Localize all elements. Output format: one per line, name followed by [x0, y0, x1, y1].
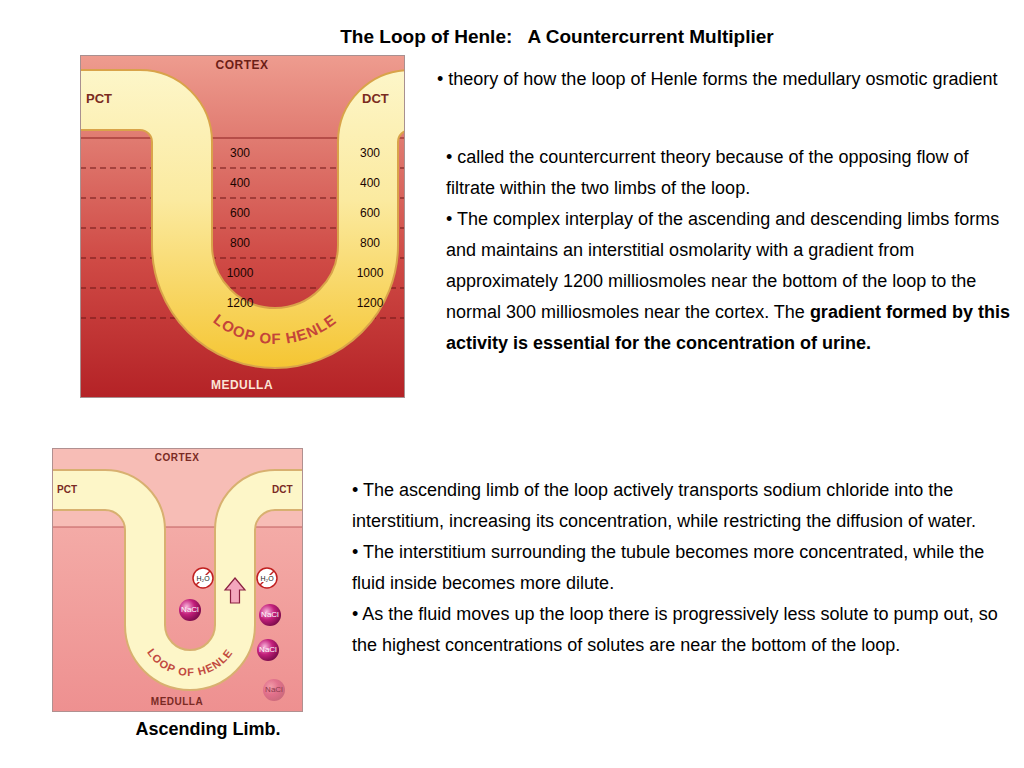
ascending-limb-figure	[40, 448, 315, 712]
osmolarity-value: 400	[360, 177, 380, 191]
text-block: • The ascending limb of the loop activel…	[352, 475, 1012, 661]
nephron-tube	[52, 490, 303, 670]
water-blocked-symbol	[257, 568, 277, 588]
loop-label: LOOP OF HENLE	[211, 310, 340, 347]
water-blocked-symbol	[193, 568, 213, 588]
salt-sphere	[263, 679, 285, 701]
region-label: MEDULLA	[211, 379, 273, 393]
loop-label: LOOP OF HENLE	[145, 646, 235, 678]
salt-label: NaCl	[181, 606, 199, 614]
osmolarity-value: 1000	[357, 267, 384, 281]
osmolarity-value: 1000	[227, 267, 254, 281]
title: The Loop of Henle: A Countercurrent Mult…	[340, 26, 773, 48]
salt-label: NaCl	[261, 611, 279, 619]
paragraph: • called the countercurrent theory becau…	[446, 142, 1011, 204]
osmolarity-value: 800	[360, 237, 380, 251]
region-label: MEDULLA	[151, 696, 203, 708]
figure-border	[81, 56, 405, 398]
bullet-text: • The ascending limb of the loop activel…	[352, 475, 1012, 537]
osmolarity-value: 1200	[357, 297, 384, 311]
region-label: CORTEX	[155, 452, 200, 464]
salt-sphere	[259, 604, 281, 626]
bullet-text: • called the countercurrent theory becau…	[446, 142, 1011, 204]
loop-label: LOOP OF HENLE	[211, 310, 340, 347]
osmolarity-value: 800	[230, 237, 250, 251]
text-block: • theory of how the loop of Henle forms …	[437, 64, 1015, 94]
segment-label: PCT	[57, 484, 77, 496]
text-block: • called the countercurrent theory becau…	[446, 142, 1011, 359]
salt-sphere	[179, 599, 201, 621]
bullet-text: • As the fluid moves up the loop there i…	[352, 599, 1012, 661]
segment-label: DCT	[362, 92, 389, 107]
osmolarity-value: 300	[360, 147, 380, 161]
region-label: CORTEX	[215, 59, 268, 73]
salt-label: NaCl	[265, 686, 283, 694]
osmolarity-value: 300	[230, 147, 250, 161]
flow-arrow	[225, 578, 245, 603]
nephron-tube	[80, 100, 405, 338]
osmolarity-value: 1200	[227, 297, 254, 311]
loop-label: LOOP OF HENLE	[145, 646, 235, 678]
figure-border	[53, 449, 303, 712]
bullet-text: • theory of how the loop of Henle forms …	[437, 64, 1015, 94]
bullet-text: • The interstitium surrounding the tubul…	[352, 537, 1012, 599]
water-label: H₂O	[259, 575, 274, 582]
segment-label: PCT	[86, 92, 112, 107]
osmolarity-value: 600	[230, 207, 250, 221]
salt-sphere	[257, 639, 279, 661]
water-label: H₂O	[195, 575, 210, 582]
osmolarity-value: 600	[360, 207, 380, 221]
osmolarity-value: 400	[230, 177, 250, 191]
cortex-boundary	[52, 527, 303, 528]
figure-caption: Ascending Limb.	[135, 719, 280, 740]
salt-label: NaCl	[259, 646, 277, 654]
segment-label: DCT	[272, 484, 293, 496]
loop-figure	[70, 55, 420, 398]
paragraph: • The complex interplay of the ascending…	[446, 204, 1011, 359]
